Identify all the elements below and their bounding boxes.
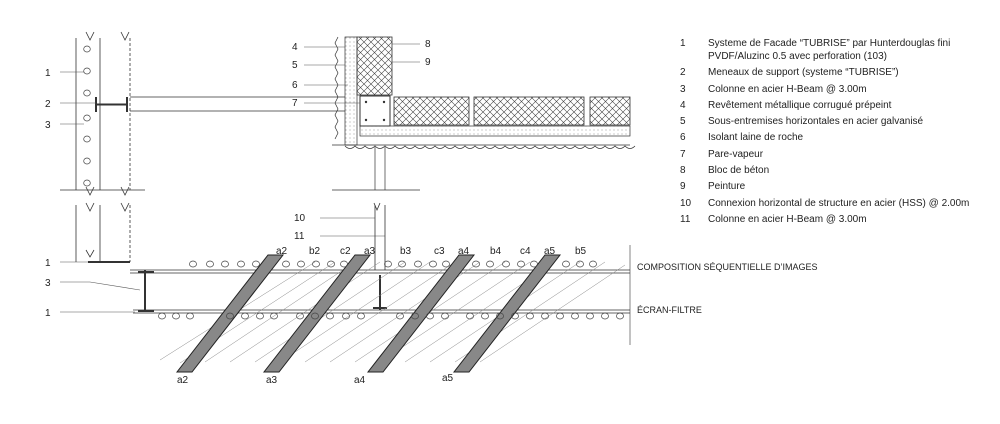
panel-a5 [452,254,562,373]
plan-top-label-b2: b2 [309,246,321,257]
panel-a2 [175,254,285,373]
legend-description: Colonne en acier H-Beam @ 3.00m [708,213,867,225]
callout-3-upper: 3 [45,120,51,131]
plan-left-1-bottom: 1 [45,308,51,319]
panel-a4 [366,254,476,373]
legend-number: 6 [680,132,686,144]
callout-2-upper: 2 [45,99,51,110]
legend-item-4: 4 Revêtement métallique corrugué prépein… [680,99,995,112]
callout-10: 10 [294,213,306,224]
callout-8: 8 [425,39,431,50]
plan-top-label-a3: a3 [364,246,376,257]
plan-structure [75,202,631,345]
plan-top-label-c3: c3 [434,246,445,257]
callout-11: 11 [294,231,305,242]
legend-description: Systeme de Facade “TUBRISE” par Hunterdo… [708,38,951,62]
upper-callout-leaders [60,43,420,237]
legend-number: 4 [680,99,686,111]
plan-left-1-top: 1 [45,258,51,269]
plan-top-label-c4: c4 [520,246,531,257]
legend-number: 2 [680,67,686,79]
callout-4: 4 [292,42,298,53]
plan-top-label-b4: b4 [490,246,502,257]
legend-item-10: 10 Connexion horizontal de structure en … [680,197,995,210]
callout-9: 9 [425,57,431,68]
legend-description: Isolant laine de roche [708,132,804,144]
plan-top-label-a2: a2 [276,246,288,257]
legend-number: 3 [680,83,686,95]
plan-top-label-a4: a4 [458,246,470,257]
legend-number: 8 [680,165,686,177]
callout-7: 7 [292,98,298,109]
screen-label: ÉCRAN-FILTRE [637,305,702,315]
legend-item-3: 3 Colonne en acier H-Beam @ 3.00m [680,83,995,96]
plan-top-label-a5: a5 [544,246,556,257]
plan-panels [175,254,562,373]
screen-tubes [158,312,624,320]
plan-top-label-b5: b5 [575,246,587,257]
legend-description: Revêtement métallique corrugué prépeint [708,99,892,111]
legend-description: Bloc de béton [708,165,770,177]
wall-section [332,36,636,191]
legend-description: Meneaux de support (systeme “TUBRISE”) [708,67,899,79]
plan-bottom-label-a3: a3 [266,375,278,386]
callout-1-upper: 1 [45,68,51,79]
composition-tubes [189,260,597,268]
legend-item-7: 7 Pare-vapeur [680,148,995,161]
legend-description: Sous-entremises horizontales en acier ga… [708,116,924,128]
plan-bottom-label-a5: a5 [442,373,454,384]
legend-item-6: 6 Isolant laine de roche [680,131,995,144]
callout-6: 6 [292,80,298,91]
plan-left-3: 3 [45,278,51,289]
legend-description: Pare-vapeur [708,148,764,160]
plan-bottom-label-a2: a2 [177,375,189,386]
plan-bottom-label-a4: a4 [354,375,366,386]
legend-number: 5 [680,116,686,128]
legend-description: Connexion horizontal de structure en aci… [708,197,970,209]
legend-item-9: 9 Peinture [680,180,995,193]
legend-number: 7 [680,148,686,160]
composition-label: COMPOSITION SÉQUENTIELLE D’IMAGES [637,262,818,272]
legend: 1 Systeme de Facade “TUBRISE” par Hunter… [680,37,995,229]
upper-left-tubes [83,45,91,187]
legend-description: Peinture [708,181,746,193]
legend-number: 10 [680,197,692,209]
plan-top-label-b3: b3 [400,246,412,257]
legend-item-1: 1 Systeme de Facade “TUBRISE” par Hunter… [680,37,995,63]
legend-item-8: 8 Bloc de béton [680,164,995,177]
plan-leaders [60,261,141,313]
legend-description: Colonne en acier H-Beam @ 3.00m [708,83,867,95]
legend-item-5: 5 Sous-entremises horizontales en acier … [680,115,995,128]
plan-top-label-c2: c2 [340,246,351,257]
legend-number: 9 [680,181,686,193]
legend-number: 1 [680,38,686,49]
legend-number: 11 [680,213,691,225]
upper-left-facade [60,31,345,196]
legend-item-2: 2 Meneaux de support (systeme “TUBRISE”) [680,66,995,79]
legend-item-11: 11 Colonne en acier H-Beam @ 3.00m [680,213,995,226]
callout-5: 5 [292,60,298,71]
